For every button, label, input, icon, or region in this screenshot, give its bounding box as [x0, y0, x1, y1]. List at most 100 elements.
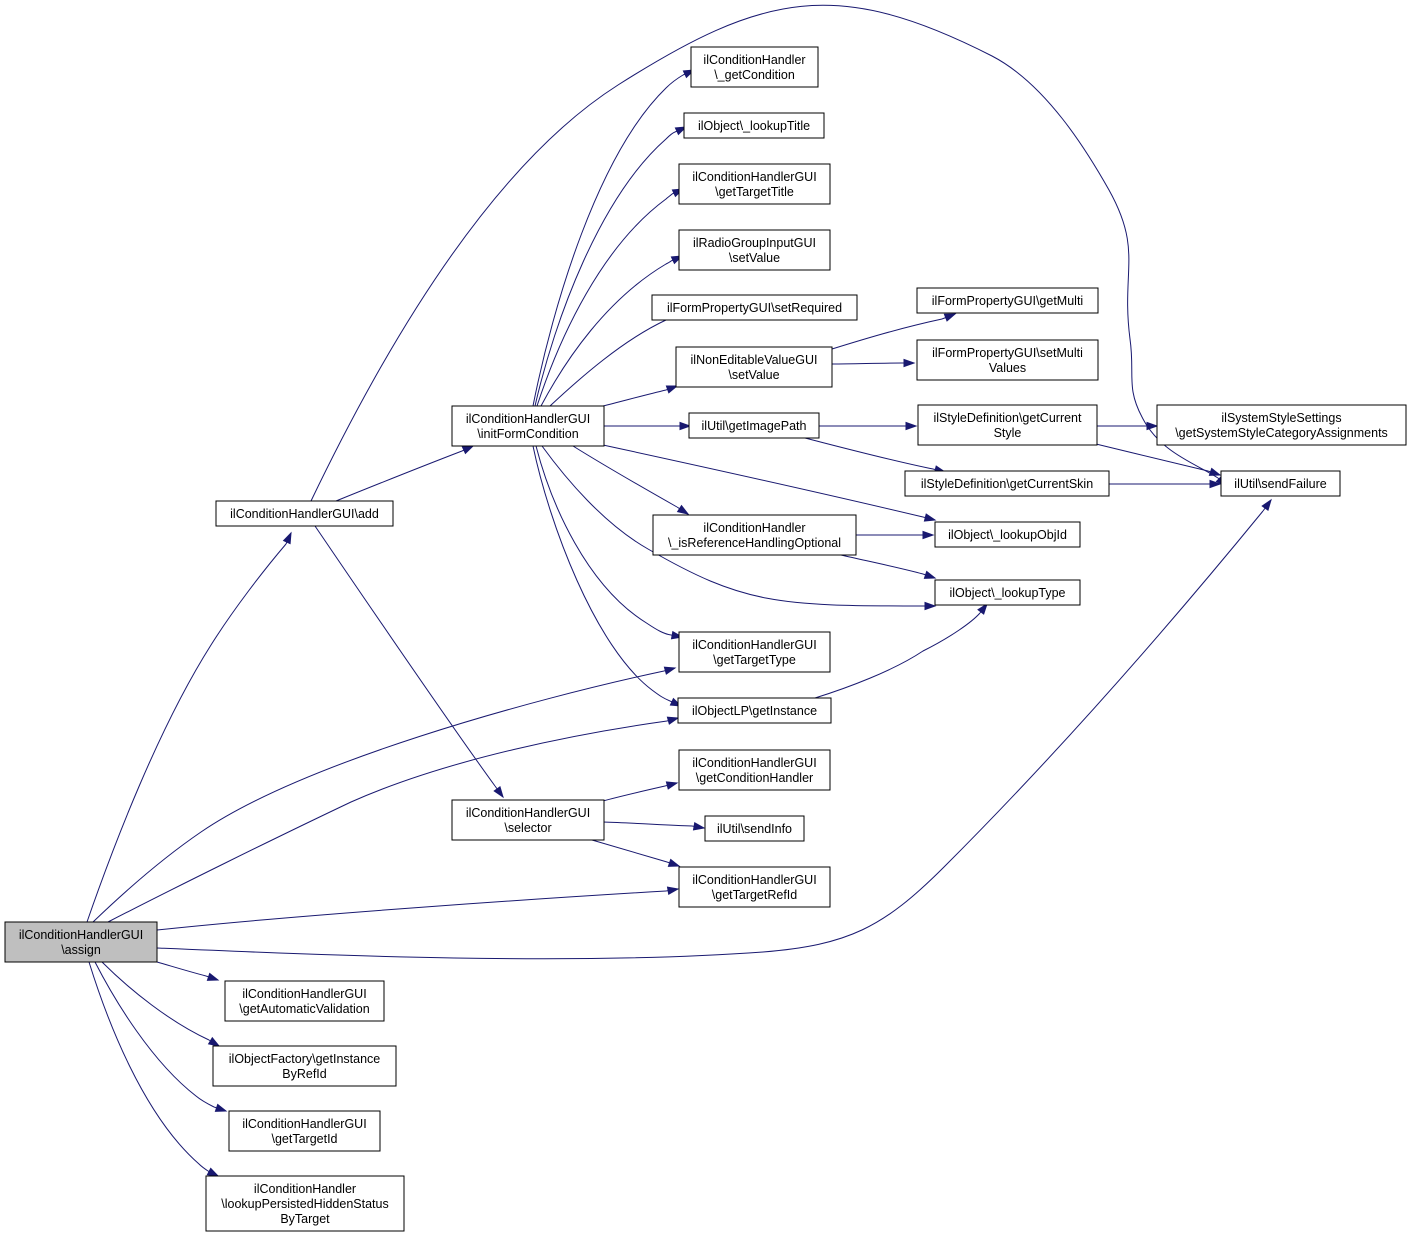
edge-tail	[922, 516, 936, 521]
edge-getImagePath-to-getCurrentStyle	[819, 421, 918, 431]
node-label-line: ilConditionHandlerGUI	[692, 756, 816, 770]
node-box	[678, 229, 831, 271]
edge-tail	[691, 825, 705, 829]
edge-line	[549, 313, 681, 407]
node-add[interactable]: ilConditionHandlerGUI\add	[215, 500, 394, 527]
node-box	[677, 697, 832, 724]
node-lookupHidden[interactable]: ilConditionHandler\lookupPersistedHidden…	[205, 1175, 405, 1232]
node-box	[1220, 470, 1341, 497]
node-assign[interactable]: ilConditionHandlerGUI\assign	[4, 921, 158, 963]
node-label-line: \getTargetId	[271, 1132, 337, 1146]
edge-line	[335, 450, 463, 502]
node-label-line: ilFormPropertyGUI\getMulti	[932, 294, 1083, 308]
node-label-line: ilUtil\sendInfo	[717, 822, 792, 836]
node-lookupObjId[interactable]: ilObject\_lookupObjId	[934, 521, 1081, 548]
node-getInstanceLP[interactable]: ilObjectLP\getInstance	[677, 697, 832, 724]
node-label-line: Values	[989, 361, 1026, 375]
edge-line	[156, 961, 207, 977]
edge-initForm-to-lookupTitle	[534, 126, 688, 407]
node-label-line: \setValue	[729, 251, 780, 265]
edge-initForm-to-isRefOptional	[572, 445, 690, 515]
node-box	[678, 749, 831, 791]
node-label-line: \getSystemStyleCategoryAssignments	[1175, 426, 1388, 440]
node-setRequired[interactable]: ilFormPropertyGUI\setRequired	[651, 294, 858, 321]
edge-line	[840, 554, 924, 575]
edge-tail	[213, 1106, 227, 1112]
node-label-line: ilConditionHandlerGUI	[692, 170, 816, 184]
edge-getInstanceLP-to-lookupType	[814, 602, 988, 699]
node-box	[678, 163, 831, 205]
node-label-line: ilConditionHandlerGUI	[692, 873, 816, 887]
node-label-line: ilObjectFactory\getInstance	[229, 1052, 381, 1066]
node-label-line: ilFormPropertyGUI\setRequired	[667, 301, 842, 315]
node-label-line: ilConditionHandlerGUI	[466, 412, 590, 426]
node-getCondition[interactable]: ilConditionHandler\_getCondition	[690, 46, 819, 88]
node-sendFailure[interactable]: ilUtil\sendFailure	[1220, 470, 1341, 497]
node-nonEditSetValue[interactable]: ilNonEditableValueGUI\setValue	[675, 346, 833, 388]
edge-line	[88, 961, 209, 1172]
edge-line	[535, 445, 672, 636]
edge-line	[156, 890, 667, 931]
edge-tail	[1207, 470, 1221, 476]
node-box	[916, 287, 1099, 314]
node-getTargetRefId[interactable]: ilConditionHandlerGUI\getTargetRefId	[678, 866, 831, 908]
edge-line	[101, 961, 210, 1041]
node-isRefOptional[interactable]: ilConditionHandler\_isReferenceHandlingO…	[652, 514, 857, 556]
node-box	[675, 346, 833, 388]
edge-line	[107, 720, 668, 923]
node-getCurrentSkin[interactable]: ilStyleDefinition\getCurrentSkin	[904, 470, 1110, 497]
edge-getCurrentStyle-to-systemStyle	[1096, 421, 1159, 431]
node-getAutoValidation[interactable]: ilConditionHandlerGUI\getAutomaticValida…	[224, 980, 385, 1022]
edge-getCurrentStyle-to-sendFailure	[1095, 443, 1222, 476]
node-getMulti[interactable]: ilFormPropertyGUI\getMulti	[916, 287, 1099, 314]
node-getCondHandler[interactable]: ilConditionHandlerGUI\getConditionHandle…	[678, 749, 831, 791]
node-box	[651, 294, 858, 321]
node-label-line: ilConditionHandler	[254, 1182, 356, 1196]
node-getTargetTitle[interactable]: ilConditionHandlerGUI\getTargetTitle	[678, 163, 831, 205]
edge-tail	[207, 1170, 219, 1177]
node-getTargetType[interactable]: ilConditionHandlerGUI\getTargetType	[678, 631, 831, 673]
nodes-layer: ilConditionHandlerGUI\assign ilConditionH…	[4, 46, 1407, 1232]
edge-tail	[941, 313, 956, 320]
node-selector[interactable]: ilConditionHandlerGUI\selector	[451, 799, 605, 841]
node-systemStyle[interactable]: ilSystemStyleSettings\getSystemStyleCate…	[1156, 404, 1407, 446]
node-label-line: ilObject\_lookupTitle	[698, 119, 810, 133]
node-box	[212, 1045, 397, 1087]
edge-line	[86, 543, 287, 923]
node-getImagePath[interactable]: ilUtil\getImagePath	[688, 412, 820, 439]
edge-initForm-to-getImagePath	[603, 421, 692, 431]
node-label-line: \lookupPersistedHiddenStatus	[221, 1197, 388, 1211]
node-box	[916, 339, 1099, 381]
node-getTargetId[interactable]: ilConditionHandlerGUI\getTargetId	[228, 1110, 381, 1152]
node-label-line: ilConditionHandler	[703, 521, 805, 535]
edge-line	[602, 444, 924, 518]
node-lookupTitle[interactable]: ilObject\_lookupTitle	[683, 112, 825, 139]
edge-line	[602, 389, 667, 407]
edge-assign-to-lookupHidden	[88, 961, 220, 1177]
edge-line	[534, 131, 676, 407]
node-lookupType[interactable]: ilObject\_lookupType	[934, 579, 1081, 606]
edge-line	[831, 318, 943, 350]
edge-tail	[665, 888, 679, 892]
node-initForm[interactable]: ilConditionHandlerGUI\initFormCondition	[451, 405, 605, 447]
node-radioSetValue[interactable]: ilRadioGroupInputGUI\setValue	[678, 229, 831, 271]
node-label-line: ilConditionHandlerGUI	[692, 638, 816, 652]
edge-tail	[663, 667, 676, 672]
edge-line	[1095, 443, 1209, 472]
edge-line	[541, 445, 922, 607]
edge-add-to-initForm	[335, 445, 475, 502]
node-label-line: \_isReferenceHandlingOptional	[668, 536, 841, 550]
node-box	[215, 500, 394, 527]
node-box	[904, 470, 1110, 497]
edge-line	[602, 821, 693, 827]
node-label-line: ilUtil\getImagePath	[702, 419, 807, 433]
node-label-line: \initFormCondition	[477, 427, 578, 441]
edge-nonEditSetValue-to-setMultiValues	[831, 358, 916, 368]
node-label-line: ilConditionHandlerGUI\add	[230, 507, 379, 521]
node-box	[1156, 404, 1407, 446]
node-sendInfo[interactable]: ilUtil\sendInfo	[704, 815, 805, 842]
